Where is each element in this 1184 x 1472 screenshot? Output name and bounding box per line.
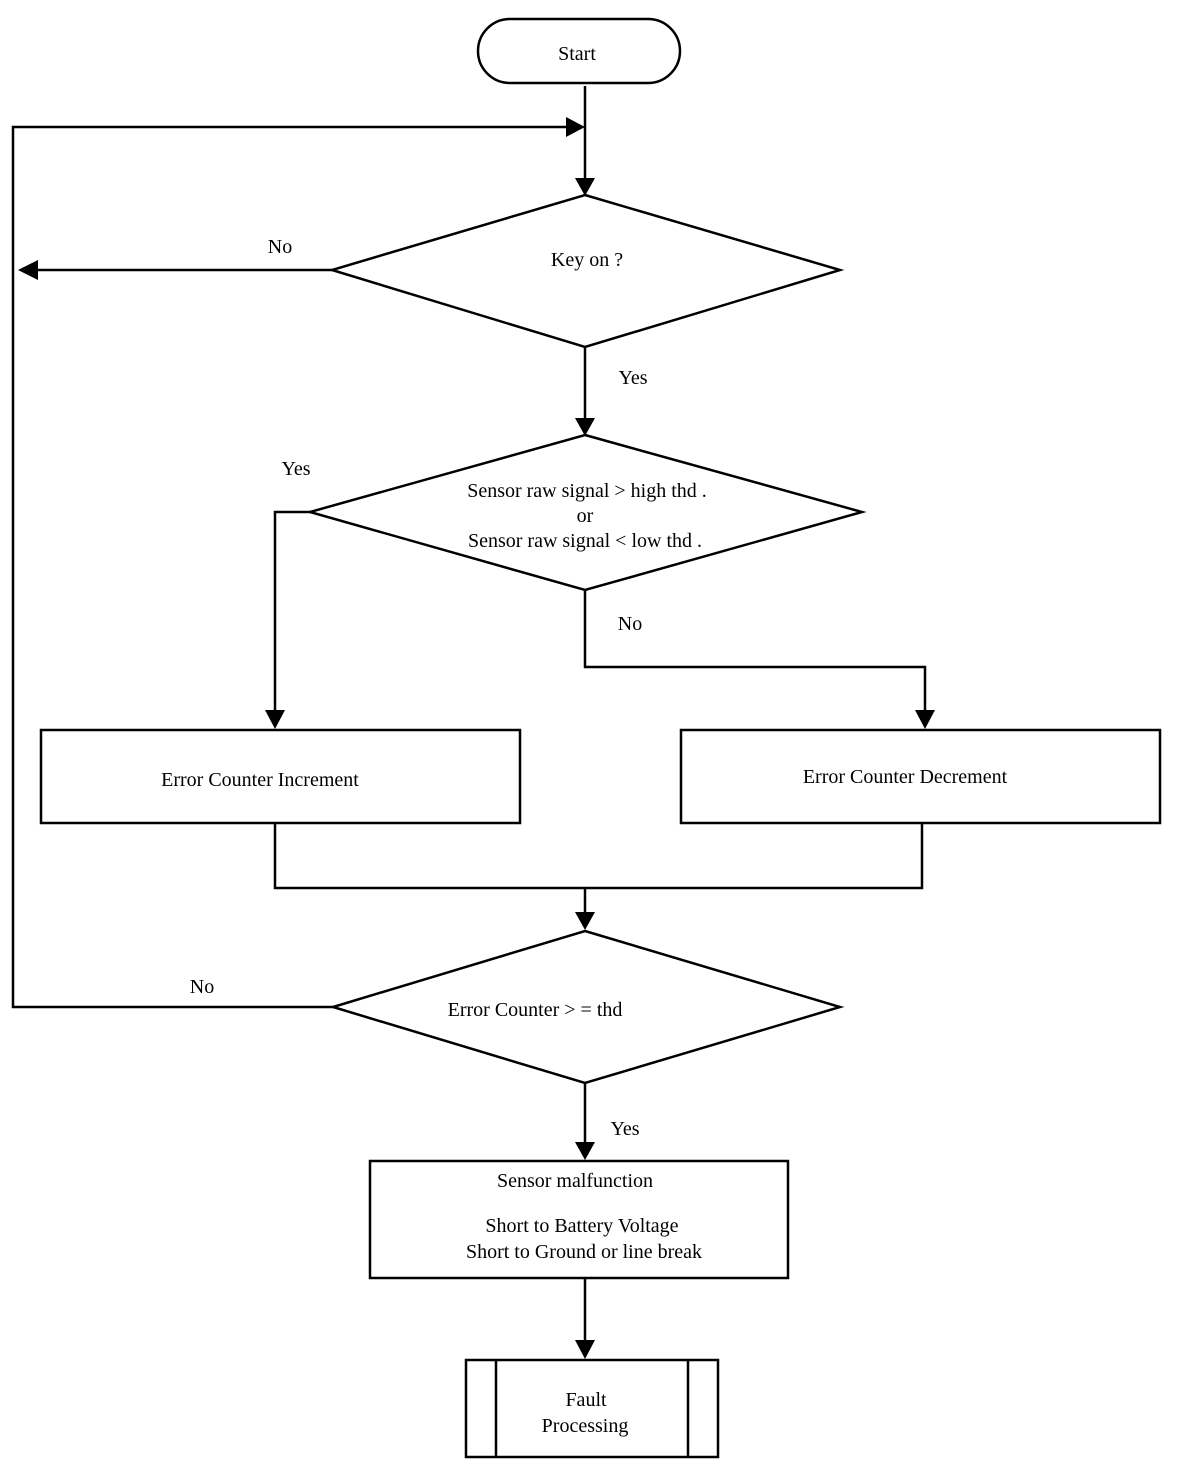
- arrow-key-on-no: [18, 260, 38, 280]
- malfunction-line1: Short to Battery Voltage: [485, 1215, 678, 1237]
- counter-check-yes-label: Yes: [610, 1118, 639, 1140]
- arrow-into-malfunction: [575, 1142, 595, 1160]
- key-on-yes-label: Yes: [618, 367, 647, 389]
- arrow-into-key-on: [575, 178, 595, 196]
- sensor-check-decision: [305, 433, 867, 592]
- malfunction-box: [368, 1159, 790, 1280]
- edge-loop-back: [11, 125, 568, 1009]
- edge-sensor-check-no: [583, 590, 927, 712]
- arrow-loop-back: [566, 117, 585, 137]
- counter-check-decision: [328, 929, 845, 1085]
- key-on-label: Key on ?: [551, 249, 623, 271]
- counter-check-label: Error Counter > = thd: [448, 999, 623, 1021]
- decrement-label: Error Counter Decrement: [803, 766, 1008, 788]
- edge-sensor-check-yes: [273, 510, 310, 712]
- start-label: Start: [558, 43, 596, 65]
- fault-processing-box: [464, 1358, 720, 1459]
- increment-label: Error Counter Increment: [161, 769, 359, 791]
- malfunction-title: Sensor malfunction: [497, 1170, 653, 1192]
- arrow-into-sensor-check: [575, 418, 595, 436]
- sensor-check-line1: Sensor raw signal > high thd .: [467, 480, 707, 502]
- arrow-into-counter-check: [575, 912, 595, 930]
- key-on-decision: [327, 193, 845, 349]
- key-on-no-label: No: [268, 236, 292, 258]
- edge-merge: [273, 823, 924, 890]
- decrement-box: [679, 728, 1162, 825]
- increment-box: [39, 728, 522, 825]
- arrow-into-increment: [265, 710, 285, 729]
- sensor-check-line2: or: [577, 505, 594, 527]
- sensor-check-line3: Sensor raw signal < low thd .: [468, 530, 702, 552]
- fault-processing-line1: Fault: [565, 1389, 607, 1411]
- arrow-into-fault: [575, 1340, 595, 1359]
- sensor-check-yes-label: Yes: [281, 458, 310, 480]
- sensor-check-no-label: No: [618, 613, 642, 635]
- start-node: [476, 17, 682, 85]
- arrow-into-decrement: [915, 710, 935, 729]
- counter-check-no-label: No: [190, 976, 214, 998]
- malfunction-line2: Short to Ground or line break: [466, 1241, 702, 1263]
- fault-processing-line2: Processing: [542, 1415, 629, 1437]
